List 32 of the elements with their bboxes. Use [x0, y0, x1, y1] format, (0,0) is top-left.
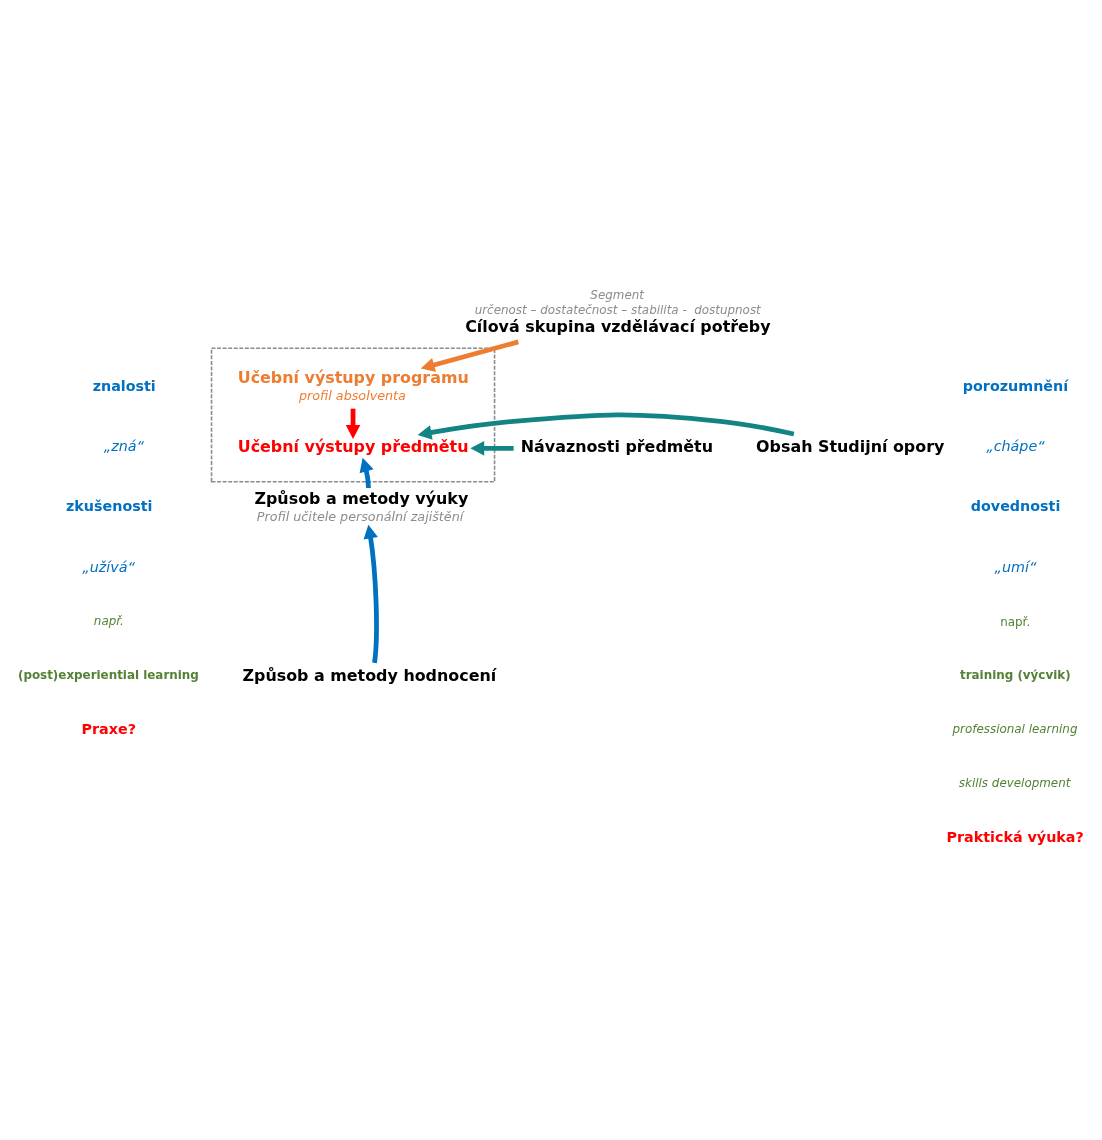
node-text: Návaznosti předmětu	[520, 436, 714, 456]
label: znalosti	[92, 377, 156, 394]
node-text: Cílová skupina vzdělávací potřeby	[465, 317, 771, 337]
label: porozumnění	[962, 377, 1069, 394]
arrow	[345, 408, 361, 439]
label: „chápe“	[986, 438, 1045, 455]
label: (post)experiential learning	[17, 668, 199, 683]
label: např.	[1000, 615, 1031, 630]
node-text: Způsob a metody výuky Profil učitele personální zajištění	[254, 489, 469, 524]
label: dovednosti	[970, 498, 1061, 515]
cluster	[210, 347, 496, 483]
label: „umí“	[994, 558, 1037, 575]
arrow	[363, 524, 379, 664]
arrow	[417, 412, 795, 440]
node-text: Způsob a metody hodnocení	[242, 665, 497, 685]
label: professional learning	[952, 722, 1078, 737]
label: Praktická výuka?	[946, 829, 1084, 846]
label: „užívá“	[82, 558, 135, 575]
label: skills development	[958, 776, 1071, 791]
node-text: Učební výstupy programu profil absolventa	[237, 368, 469, 403]
node-text: Učební výstupy předmětu	[237, 436, 469, 456]
node-text: Obsah Studijní opory	[756, 436, 945, 456]
label: „zná“	[103, 438, 144, 455]
node-label: určenost – dostatečnost – stabilita - dostupnost	[474, 303, 761, 318]
node-label: Segment	[590, 287, 644, 302]
label: např.	[93, 614, 124, 629]
arrow	[359, 457, 374, 489]
arrow	[420, 339, 519, 372]
arrow	[470, 441, 514, 456]
label: training (výcvik)	[960, 668, 1071, 683]
label: zkušenosti	[66, 498, 153, 515]
label: Praxe?	[81, 721, 136, 738]
